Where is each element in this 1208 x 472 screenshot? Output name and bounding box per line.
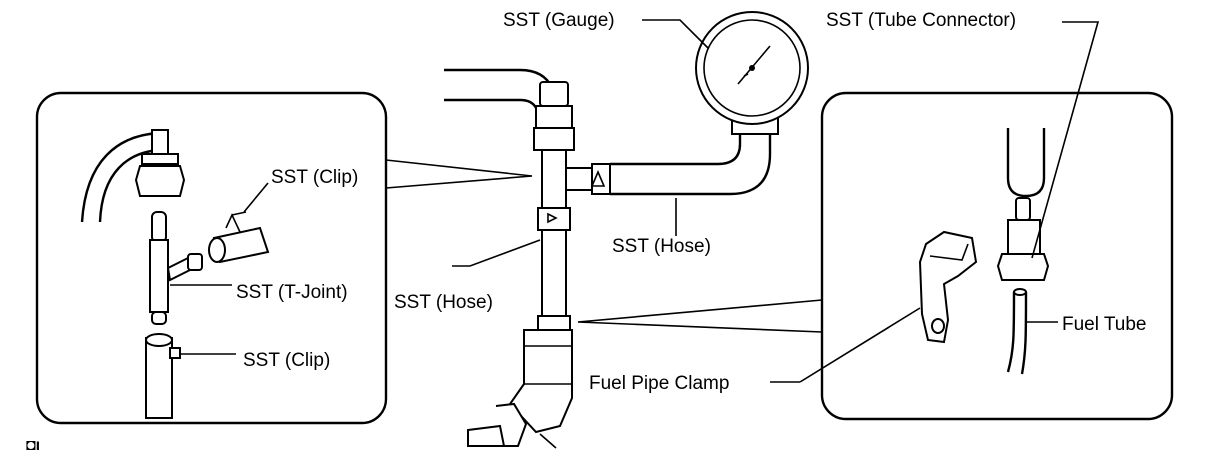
center-assembly bbox=[444, 11, 809, 449]
label-sst-clip-bottom: SST (Clip) bbox=[243, 350, 330, 371]
label-sst-tube-connector: SST (Tube Connector) bbox=[826, 10, 1016, 31]
label-sst-hose-left: SST (Hose) bbox=[394, 292, 493, 313]
corner-reference-mark: ◘ı bbox=[26, 437, 40, 454]
label-sst-clip-top: SST (Clip) bbox=[271, 167, 358, 188]
label-fuel-tube: Fuel Tube bbox=[1062, 314, 1147, 335]
label-sst-t-joint: SST (T-Joint) bbox=[236, 282, 348, 303]
label-sst-hose-right: SST (Hose) bbox=[612, 236, 711, 257]
label-sst-gauge: SST (Gauge) bbox=[503, 10, 615, 31]
left-inset-panel bbox=[35, 91, 533, 425]
right-inset-panel bbox=[577, 21, 1174, 421]
label-fuel-pipe-clamp: Fuel Pipe Clamp bbox=[589, 373, 729, 394]
